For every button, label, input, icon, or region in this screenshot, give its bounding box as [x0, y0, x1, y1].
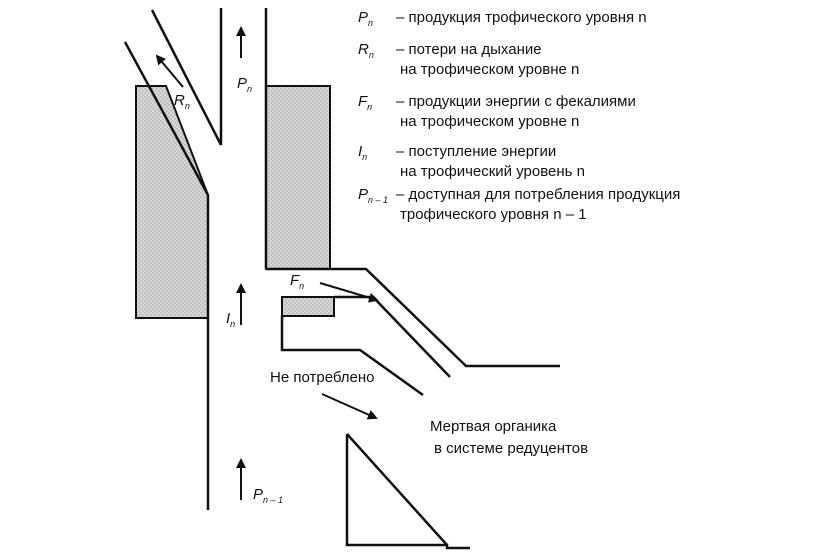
- legend-symbol: Rn: [358, 41, 374, 60]
- right-level-block: [265, 85, 331, 270]
- prev-production-label: Pn – 1: [253, 486, 284, 505]
- feces-channel-inner: [334, 295, 451, 378]
- intake-label: In: [226, 310, 236, 329]
- dead-organic-label-line2: в системе редуцентов: [434, 440, 589, 457]
- feces-arrow: [319, 282, 379, 303]
- production-label: Pn: [237, 75, 253, 94]
- not-consumed-arrow: [321, 393, 378, 420]
- legend-symbol: Pn – 1: [358, 186, 389, 205]
- decomposer-edge: [346, 433, 448, 546]
- feces-block: [281, 296, 335, 317]
- dead-organic-label-line1: Мертвая органика: [430, 418, 557, 435]
- not-consumed-channel: [280, 316, 424, 397]
- legend-symbol: Pn: [358, 9, 374, 28]
- respiration-label: Rn: [174, 92, 190, 111]
- respiration-channel-left: [123, 41, 210, 196]
- feces-label: Fn: [290, 272, 305, 291]
- respiration-arrow: [155, 54, 184, 88]
- not-consumed-label: Не потреблено: [270, 369, 375, 386]
- respiration-channel-right: [150, 9, 223, 146]
- legend-symbol: Fn: [358, 93, 373, 112]
- legend-entry-pn: Pn – продукция трофического уровня n: [358, 8, 647, 33]
- left-level-block: [135, 85, 209, 319]
- feces-channel-outer: [266, 267, 560, 368]
- legend-symbol: In: [358, 143, 368, 162]
- legend-description: – продукция трофического уровня n: [396, 9, 647, 26]
- legend-entry-pn-1: Pn – 1 – доступная для потребления проду…: [358, 185, 680, 223]
